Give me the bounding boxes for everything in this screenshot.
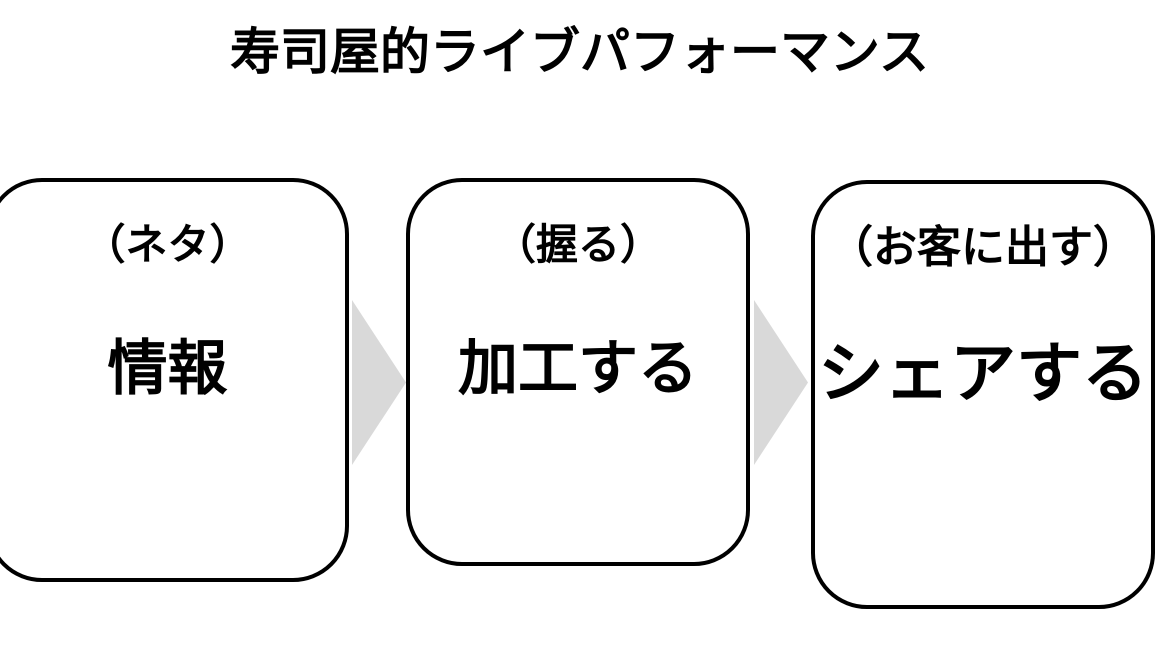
- arrow-right-icon-2: [754, 300, 808, 465]
- process-step-2[interactable]: （握る） 加工する: [406, 178, 750, 566]
- process-step-1-subtitle: （ネタ）: [83, 220, 252, 269]
- process-step-3-label: シェアする: [818, 335, 1148, 412]
- process-step-3[interactable]: （お客に出す） シェアする: [811, 180, 1155, 609]
- process-step-2-label: 加工する: [458, 334, 698, 404]
- arrow-right-icon-1: [352, 300, 406, 465]
- page-title: 寿司屋的ライブパフォーマンス: [230, 23, 929, 81]
- process-step-1-label: 情報: [107, 334, 228, 404]
- process-step-2-subtitle: （握る）: [493, 220, 662, 269]
- process-step-3-subtitle: （お客に出す）: [829, 222, 1137, 273]
- process-step-1[interactable]: （ネタ） 情報: [0, 178, 349, 582]
